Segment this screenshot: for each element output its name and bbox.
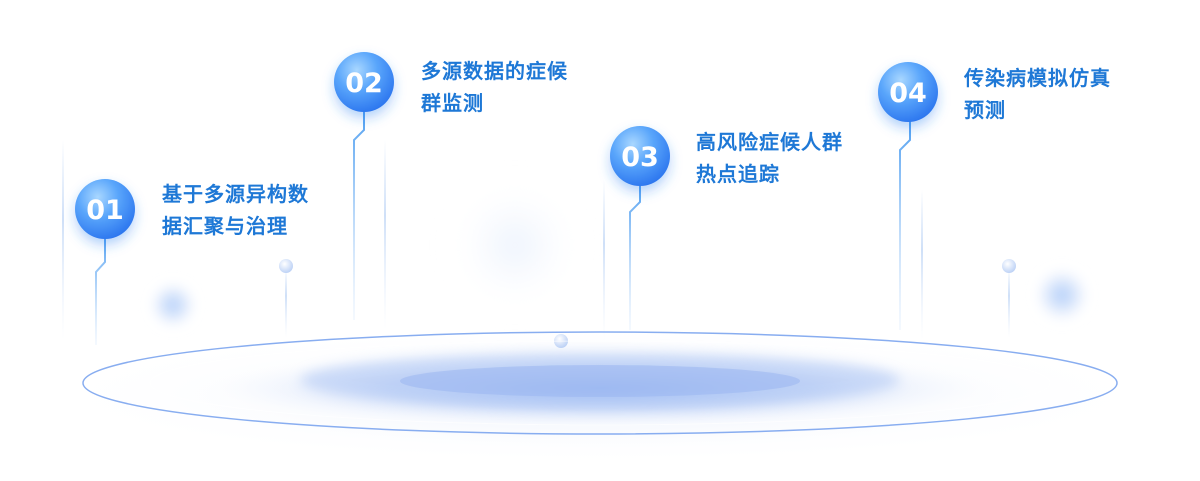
- step-label-03-line1: 高风险症候人群: [696, 130, 843, 154]
- step-label-02-line1: 多源数据的症候: [421, 59, 568, 83]
- step-node-01: [75, 179, 135, 239]
- node-stems: [95, 108, 911, 345]
- step-label-01-line1: 基于多源异构数: [162, 182, 309, 206]
- step-number-03: 03: [621, 142, 659, 173]
- step-node-03: [610, 126, 670, 186]
- step-label-04-line2: 预测: [964, 98, 1006, 122]
- step-node-02: [334, 52, 394, 112]
- background-blob: [453, 183, 577, 307]
- step-label-04-line1: 传染病模拟仿真: [964, 66, 1111, 90]
- decorative-lines: [62, 140, 1010, 340]
- step-label-04: 传染病模拟仿真 预测: [964, 62, 1111, 126]
- step-number-02: 02: [345, 68, 383, 99]
- decor-dot: [1002, 259, 1016, 273]
- step-label-01: 基于多源异构数 据汇聚与治理: [162, 178, 309, 242]
- decor-dot: [279, 259, 293, 273]
- step-label-03: 高风险症候人群 热点追踪: [696, 126, 843, 190]
- step-node-04: [878, 62, 938, 122]
- step-number-04: 04: [889, 78, 927, 109]
- step-label-02: 多源数据的症候 群监测: [421, 55, 568, 119]
- platform: [82, 331, 1118, 435]
- step-label-03-line2: 热点追踪: [696, 162, 780, 186]
- background-blob: [149, 281, 197, 329]
- step-label-01-line2: 据汇聚与治理: [162, 214, 288, 238]
- step-number-01: 01: [86, 195, 124, 226]
- step-label-02-line2: 群监测: [421, 91, 484, 115]
- background-blob: [1034, 267, 1090, 323]
